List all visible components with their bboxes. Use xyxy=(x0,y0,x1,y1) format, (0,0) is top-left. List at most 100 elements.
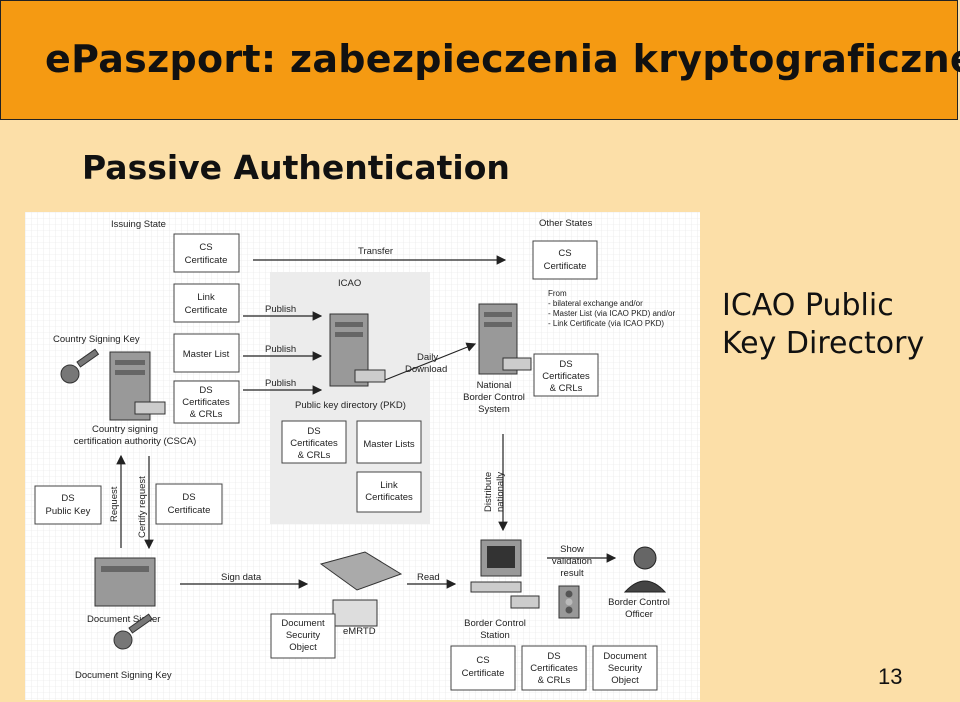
svg-text:DS: DS xyxy=(199,385,212,396)
ds-certificate-box: DS Certificate xyxy=(155,483,223,525)
link-certificates-box: Link Certificates xyxy=(356,471,422,513)
svg-text:CS: CS xyxy=(199,242,212,253)
border-station-label: Border Control xyxy=(464,618,526,629)
show-validation-label: result xyxy=(560,568,584,579)
svg-text:& CRLs: & CRLs xyxy=(190,409,223,420)
svg-text:Master List: Master List xyxy=(183,349,230,360)
publish-label: Publish xyxy=(265,304,296,315)
svg-text:CS: CS xyxy=(558,248,571,259)
distribute-label: Distribute xyxy=(483,472,494,512)
csca-label-line: certification authority (CSCA) xyxy=(74,436,196,447)
svg-text:DS: DS xyxy=(559,359,572,370)
svg-text:Certificate: Certificate xyxy=(168,505,211,516)
other-states-label: Other States xyxy=(539,218,593,229)
document-signer-label: Document Signer xyxy=(87,614,160,625)
svg-text:& CRLs: & CRLs xyxy=(538,675,571,686)
publish-label: Publish xyxy=(265,344,296,355)
from-text: - Master List (via ICAO PKD) and/or xyxy=(548,309,675,318)
key-icon xyxy=(60,348,100,384)
request-label: Request xyxy=(109,486,120,522)
national-border-label: System xyxy=(478,404,510,415)
svg-text:Security: Security xyxy=(286,630,321,641)
svg-text:& CRLs: & CRLs xyxy=(550,383,583,394)
pkd-label: Public key directory (PKD) xyxy=(295,400,406,411)
from-text: - bilateral exchange and/or xyxy=(548,299,643,308)
slide-title: ePaszport: zabezpieczenia kryptograficzn… xyxy=(45,37,960,81)
show-validation-label: validation xyxy=(552,556,592,567)
show-validation-label: Show xyxy=(560,544,584,555)
passive-authentication-diagram: Issuing State Other States ICAO CS Certi… xyxy=(25,212,700,700)
side-note-line: Key Directory xyxy=(722,326,925,361)
page-number: 13 xyxy=(878,664,903,689)
emrtd-passport-icon xyxy=(319,551,403,627)
certify-request-label: Certify request xyxy=(137,476,148,538)
national-border-label: National xyxy=(477,380,512,391)
server-icon xyxy=(329,313,386,387)
svg-text:Certificate: Certificate xyxy=(462,668,505,679)
svg-text:Certificate: Certificate xyxy=(185,305,228,316)
side-note-line: ICAO Public xyxy=(722,288,894,323)
svg-text:Object: Object xyxy=(611,675,639,686)
border-station-label: Station xyxy=(480,630,510,641)
workstation-icon xyxy=(470,539,540,609)
issuing-state-label: Issuing State xyxy=(111,219,166,230)
officer-icon xyxy=(623,546,667,593)
svg-text:& CRLs: & CRLs xyxy=(298,450,331,461)
csca-label-line: Country signing xyxy=(92,424,158,435)
transfer-label: Transfer xyxy=(358,246,393,257)
server-icon xyxy=(478,303,532,375)
svg-text:DS: DS xyxy=(307,426,320,437)
svg-text:Document: Document xyxy=(281,618,325,629)
slide-subtitle: Passive Authentication xyxy=(82,148,510,187)
svg-text:DS: DS xyxy=(547,651,560,662)
daily-download-label: Download xyxy=(405,364,447,375)
read-label: Read xyxy=(417,572,440,583)
svg-text:DS: DS xyxy=(182,492,195,503)
document-signer-icon xyxy=(94,557,156,607)
svg-text:Document: Document xyxy=(603,651,647,662)
document-signing-key-label: Document Signing Key xyxy=(75,670,172,681)
ds-certificates-crls-box: DS Certificates & CRLs xyxy=(173,380,240,424)
icao-label: ICAO xyxy=(338,278,361,289)
daily-download-label: Daily xyxy=(417,352,438,363)
distribute-label: nationally xyxy=(495,472,506,512)
key-icon xyxy=(113,613,153,650)
other-cs-certificate-box: CS Certificate xyxy=(532,240,598,280)
svg-text:Certificates: Certificates xyxy=(182,397,230,408)
bottom-ds-certificates-crls-box: DS Certificates & CRLs xyxy=(521,645,587,691)
document-security-object-box: Document Security Object xyxy=(270,613,336,659)
svg-text:Certificate: Certificate xyxy=(185,255,228,266)
bottom-document-security-object-box: Document Security Object xyxy=(592,645,658,691)
side-note: ICAO Public Key Directory xyxy=(722,287,924,363)
from-text: From xyxy=(548,289,567,298)
svg-text:Object: Object xyxy=(289,642,317,653)
border-officer-label: Border Control xyxy=(608,597,670,608)
svg-text:Certificates: Certificates xyxy=(290,438,338,449)
title-bar: ePaszport: zabezpieczenia kryptograficzn… xyxy=(0,0,960,120)
svg-text:Certificates: Certificates xyxy=(365,492,413,503)
bottom-cs-certificate-box: CS Certificate xyxy=(450,645,516,691)
publish-label: Publish xyxy=(265,378,296,389)
link-certificate-box: Link Certificate xyxy=(173,283,240,323)
pkd-ds-certificates-crls-box: DS Certificates & CRLs xyxy=(281,420,347,464)
svg-text:Master Lists: Master Lists xyxy=(363,439,414,450)
master-lists-box: Master Lists xyxy=(356,420,422,464)
border-officer-label: Officer xyxy=(625,609,653,620)
traffic-light-icon xyxy=(558,585,580,619)
svg-text:Link: Link xyxy=(380,480,398,491)
svg-text:DS: DS xyxy=(61,493,74,504)
svg-text:Certificates: Certificates xyxy=(530,663,578,674)
svg-text:CS: CS xyxy=(476,655,489,666)
emrtd-label: eMRTD xyxy=(343,626,376,637)
server-icon xyxy=(109,351,166,421)
ds-public-key-box: DS Public Key xyxy=(34,485,102,525)
svg-text:Link: Link xyxy=(197,292,215,303)
svg-text:Certificates: Certificates xyxy=(542,371,590,382)
svg-text:Public Key: Public Key xyxy=(46,506,91,517)
sign-data-label: Sign data xyxy=(221,572,262,583)
daily-download-arrow xyxy=(384,342,477,381)
national-border-label: Border Control xyxy=(463,392,525,403)
svg-text:Security: Security xyxy=(608,663,643,674)
svg-text:Certificate: Certificate xyxy=(544,261,587,272)
country-signing-key-label: Country Signing Key xyxy=(53,334,140,345)
